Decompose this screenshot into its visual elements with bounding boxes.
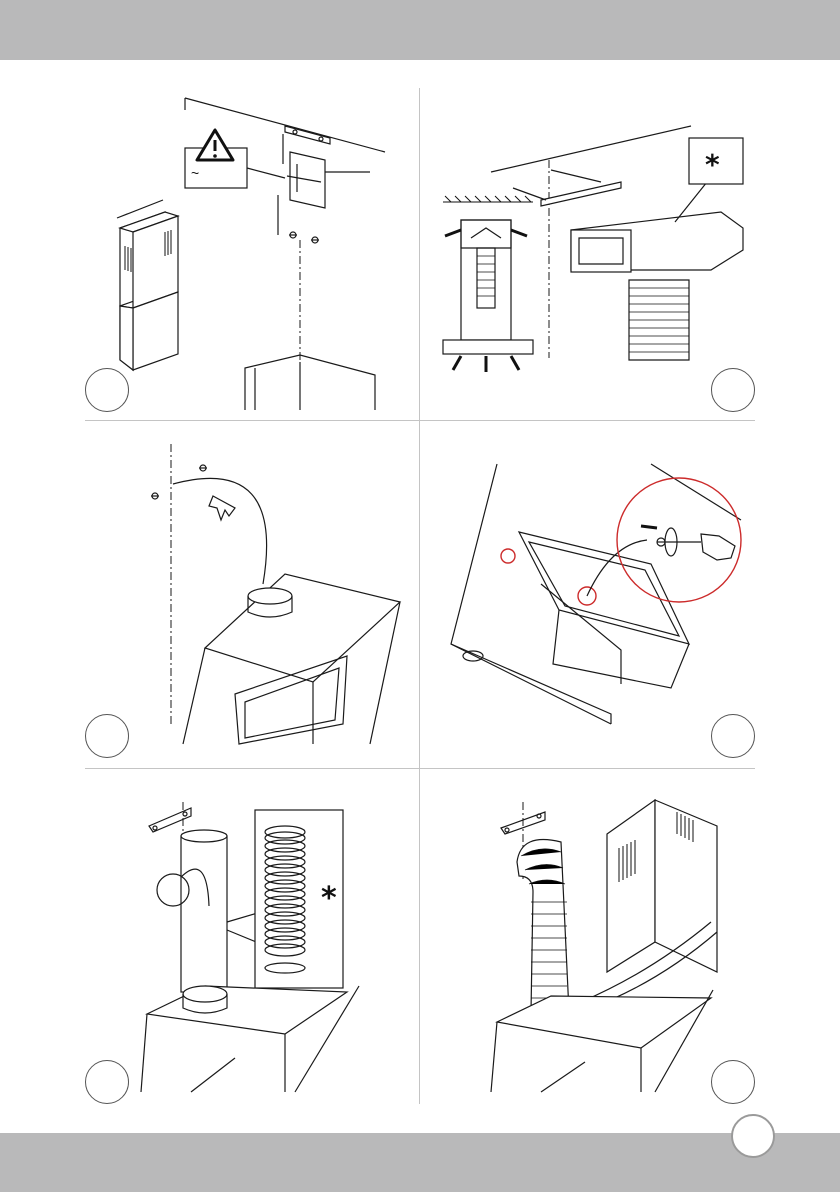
step-6-illustration [421,772,755,1104]
screw-icon [657,538,665,546]
step-5-panel: * [85,772,419,1104]
screw-icon [151,493,159,499]
step-4-panel [421,424,755,768]
step-6-panel [421,772,755,1104]
step-5-illustration: * [85,772,419,1104]
step-6-badge [711,1060,755,1104]
grid-divider-vertical-mid [419,421,420,768]
screwdriver-icon [665,534,735,560]
header-bar [0,0,840,60]
step-3-illustration [85,424,419,768]
footer-bar [0,1133,840,1192]
step-3-panel [85,424,419,768]
flexible-duct-icon [629,280,689,360]
step-3-badge [85,714,129,758]
step-1-panel: ~ [85,90,419,420]
step-5-badge [85,1060,129,1104]
step-2-badge [711,368,755,412]
screw-icon [289,232,297,238]
callout-tilde: ~ [191,165,199,181]
step-4-badge [711,714,755,758]
flexible-duct-icon [517,840,569,1013]
page-number-badge [731,1114,775,1158]
step-1-illustration: ~ [85,90,419,420]
step-2-panel: * [421,90,755,420]
asterisk-icon: * [321,881,337,916]
grid-divider-vertical-top [419,88,420,420]
grid-divider-vertical-bottom [419,769,420,1104]
grid-divider-horizontal-1 [85,420,755,421]
grid-divider-horizontal-2 [85,768,755,769]
screw-icon [199,465,207,471]
step-2-illustration: * [421,90,755,420]
step-1-badge [85,368,129,412]
step-4-illustration [421,424,755,768]
warning-icon [197,130,233,160]
screw-icon [311,237,319,243]
asterisk-icon: * [705,148,720,181]
